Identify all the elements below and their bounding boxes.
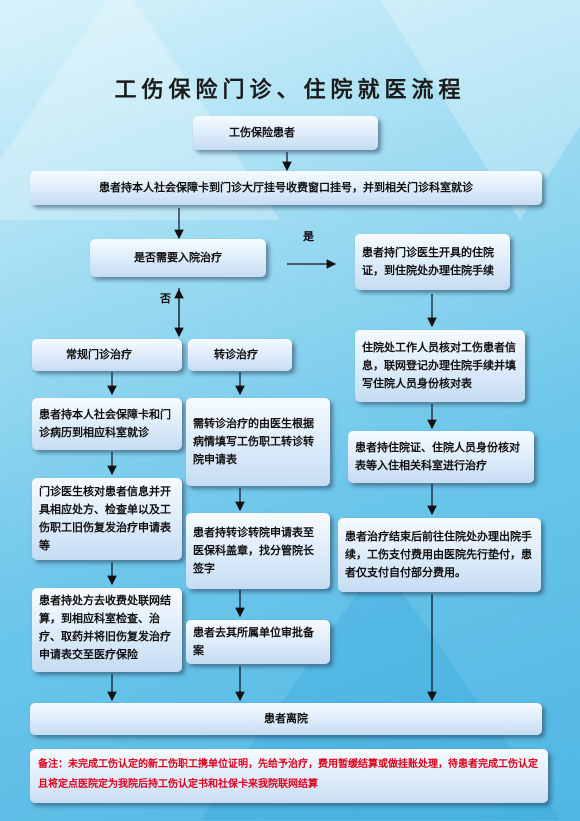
node-discharge: 患者离院: [30, 703, 542, 735]
node-routine-step3: 患者持处方去收费处联网结算，到相应科室检查、治疗、取药并将旧伤复发治疗申请表交至…: [32, 588, 182, 672]
node-routine-step1: 患者持本人社会保障卡和门诊病历到相应科室就诊: [32, 398, 182, 450]
node-decision: 是否需要入院治疗: [90, 239, 266, 277]
node-transfer-step3: 患者去其所属单位审批备案: [186, 620, 330, 664]
node-patient: 工伤保险患者: [193, 116, 378, 150]
node-routine: 常规门诊治疗: [32, 339, 182, 371]
label-yes: 是: [303, 230, 314, 243]
node-inpatient-step2: 住院处工作人员核对工伤患者信息，联网登记办理住院手续并填写住院人员身份核对表: [355, 330, 525, 402]
footnote: 备注：未完成工伤认定的新工伤职工携单位证明，先给予治疗，费用暂缓结算或做挂账处理…: [30, 749, 548, 803]
node-inpatient-step4: 患者治疗结束后前往住院处办理出院手续，工伤支付费用由医院先行垫付，患者仅支付自付…: [338, 518, 541, 592]
node-transfer-step1: 需转诊治疗的由医生根据病情填写工伤职工转诊转院申请表: [186, 398, 330, 486]
node-register: 患者持本人社会保障卡到门诊大厅挂号收费窗口挂号，并到相关门诊科室就诊: [30, 171, 542, 205]
node-routine-step2: 门诊医生核对患者信息并开具相应处方、检查单以及工伤职工旧伤复发治疗申请表等: [32, 478, 182, 560]
node-transfer: 转诊治疗: [188, 339, 292, 371]
node-inpatient-step3: 患者持住院证、住院人员身份核对表等入住相关科室进行治疗: [348, 431, 534, 483]
page-title: 工伤保险门诊、住院就医流程: [114, 77, 466, 103]
node-inpatient-step1: 患者持门诊医生开具的住院证，到住院处办理住院手续: [355, 234, 510, 290]
label-no: 否: [160, 292, 171, 305]
node-transfer-step2: 患者持转诊转院申请表至医保科盖章，找分管院长签字: [186, 513, 330, 589]
